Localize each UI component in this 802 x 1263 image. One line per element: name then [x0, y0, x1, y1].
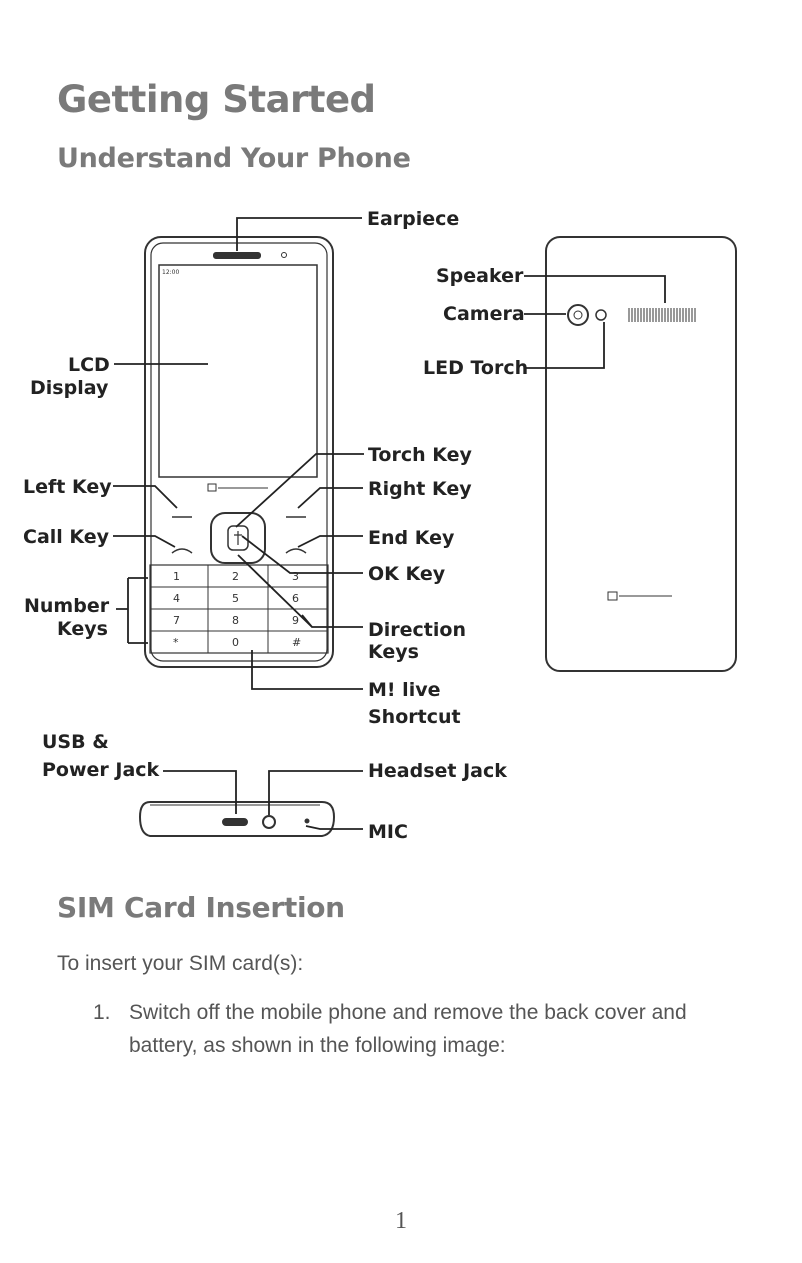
label-shortcut: Shortcut [368, 706, 461, 728]
keypad-key-label: 3 [292, 570, 299, 583]
section-subtitle: Understand Your Phone [57, 143, 411, 174]
bottom-phone [138, 801, 336, 837]
label-speaker: Speaker [436, 265, 524, 287]
step-number: 1. [93, 1001, 111, 1024]
keypad-key-label: 9 [292, 614, 299, 627]
label-ok-key: OK Key [368, 563, 446, 585]
keypad-key-label: 6 [292, 592, 299, 605]
sim-intro: To insert your SIM card(s): [57, 952, 304, 975]
keypad-labels: 1 2 3 4 5 6 7 8 9 * 0 # [173, 570, 301, 649]
label-camera: Camera [443, 303, 525, 325]
label-number-keys: Keys [57, 618, 108, 640]
label-display: Display [30, 377, 109, 399]
label-led-torch: LED Torch [423, 357, 528, 379]
label-headset-jack: Headset Jack [368, 760, 507, 782]
phone-diagram: 12:00 1 2 3 4 5 6 7 8 9 * 0 # [23, 208, 737, 843]
label-direction-keys: Keys [368, 641, 419, 663]
label-mic: MIC [368, 821, 408, 843]
sim-section-title: SIM Card Insertion [57, 891, 345, 924]
keypad-key-label: * [173, 636, 179, 649]
label-usb: USB & [42, 731, 109, 753]
front-phone: 12:00 [144, 236, 334, 668]
keypad-key-label: 4 [173, 592, 180, 605]
label-earpiece: Earpiece [367, 208, 459, 230]
keypad-key-label: 1 [173, 570, 180, 583]
label-power-jack: Power Jack [42, 759, 160, 781]
callout-labels: Earpiece LCD Display Speaker Camera LED … [23, 208, 528, 843]
back-phone [545, 236, 737, 672]
step-text: Switch off the mobile phone and remove t… [129, 1001, 687, 1057]
leader-lines [113, 217, 666, 830]
step-item: 1. Switch off the mobile phone and remov… [93, 996, 753, 1062]
label-call-key: Call Key [23, 526, 110, 548]
keypad-key-label: 8 [232, 614, 239, 627]
label-lcd: LCD [68, 354, 110, 376]
label-end-key: End Key [368, 527, 455, 549]
page-number: 1 [395, 1208, 407, 1234]
label-right-key: Right Key [368, 478, 472, 500]
page-title: Getting Started [57, 78, 376, 121]
keypad-key-label: 0 [232, 636, 239, 649]
label-left-key: Left Key [23, 476, 112, 498]
label-number: Number [24, 595, 110, 617]
label-torch-key: Torch Key [368, 444, 473, 466]
label-mlive: M! live [368, 679, 440, 701]
label-direction: Direction [368, 619, 466, 641]
svg-text:12:00: 12:00 [162, 269, 179, 276]
keypad-key-label: 7 [173, 614, 180, 627]
keypad-key-label: # [292, 636, 301, 649]
keypad-key-label: 5 [232, 592, 239, 605]
keypad-key-label: 2 [232, 570, 239, 583]
